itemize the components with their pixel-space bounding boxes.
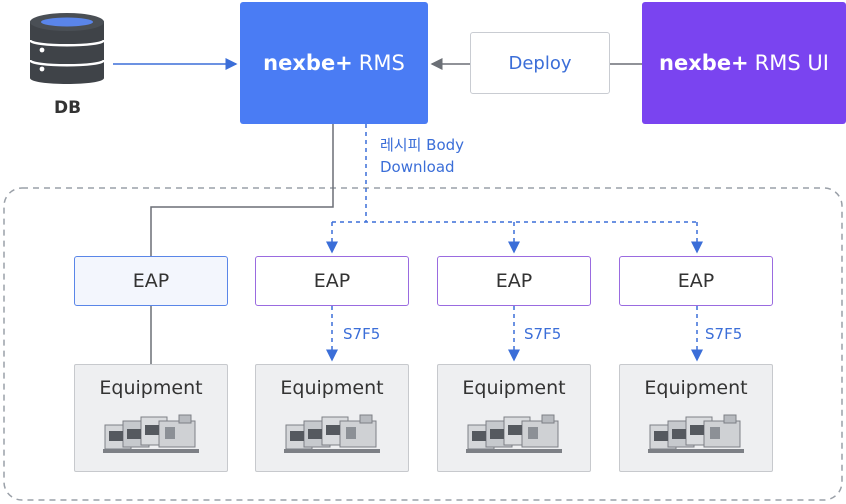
rms-to-eap-1-line — [150, 124, 334, 256]
eap-label: EAP — [132, 270, 170, 292]
db-label: DB — [54, 98, 82, 118]
rms-brand: nexbe+ — [263, 51, 353, 75]
equipment-box-1: Equipment — [74, 364, 228, 472]
eap-label: EAP — [495, 270, 533, 292]
equipment-group-boundary — [3, 187, 843, 501]
eap-box-2: EAP — [255, 256, 409, 306]
equipment-machine-icon — [103, 414, 199, 453]
equipment-machine-icon — [648, 414, 744, 453]
recipe-download-line2: Download — [380, 158, 455, 176]
equipment-machine-icon — [466, 414, 562, 453]
rms-ui-name: RMS UI — [754, 51, 829, 75]
recipe-download-label: 레시피 Body Download — [380, 134, 464, 178]
recipe-download-line1: 레시피 Body — [380, 136, 465, 154]
equipment-box-2: Equipment — [255, 364, 409, 472]
rms-name: RMS — [358, 51, 405, 75]
rms-ui-brand: nexbe+ — [659, 51, 749, 75]
eap-label: EAP — [677, 270, 715, 292]
s7f5-label-3: S7F5 — [524, 325, 562, 343]
equipment-machine-icon — [284, 414, 380, 453]
eap-box-3: EAP — [437, 256, 591, 306]
equipment-label: Equipment — [644, 377, 748, 399]
equipment-label: Equipment — [280, 377, 384, 399]
eap-box-4: EAP — [619, 256, 773, 306]
equipment-label: Equipment — [99, 377, 203, 399]
s7f5-label-2: S7F5 — [343, 325, 381, 343]
deploy-box: Deploy — [470, 32, 610, 94]
eap-box-1: EAP — [74, 256, 228, 306]
equipment-box-4: Equipment — [619, 364, 773, 472]
equipment-label: Equipment — [462, 377, 566, 399]
database-icon — [28, 13, 106, 84]
equipment-box-3: Equipment — [437, 364, 591, 472]
eap-label: EAP — [313, 270, 351, 292]
rms-ui-box: nexbe+ RMS UI — [642, 2, 846, 124]
rms-server-box: nexbe+ RMS — [240, 2, 428, 124]
s7f5-label-4: S7F5 — [705, 325, 743, 343]
deploy-label: Deploy — [508, 52, 572, 74]
